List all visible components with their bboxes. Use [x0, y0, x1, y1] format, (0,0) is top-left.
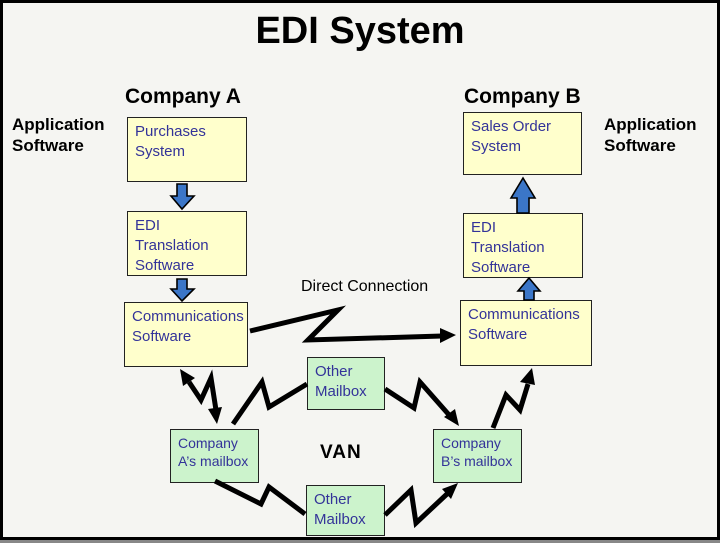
direct-connection-label: Direct Connection: [301, 278, 429, 295]
flow-arrow-up-icon: [516, 276, 542, 301]
zigzag-connector-b-comms: [490, 383, 531, 429]
zigzag-connector-othertop-b: [383, 376, 452, 418]
page-title: EDI System: [255, 10, 465, 52]
edi-translation-software-box-left: EDI Translation Software: [127, 211, 247, 276]
flow-arrow-up-icon: [509, 176, 537, 214]
arrowhead-icon: [440, 328, 456, 343]
zigzag-connector-otherbottom-b: [383, 484, 449, 529]
arrowhead-icon: [520, 368, 535, 385]
application-software-label-left: Application Software: [12, 115, 105, 156]
edi-translation-software-box-right: EDI Translation Software: [463, 213, 583, 278]
purchases-system-box: Purchases System: [127, 117, 247, 182]
van-label: VAN: [320, 442, 362, 463]
company-a-mailbox-box: Company A’s mailbox: [170, 429, 259, 483]
arrowhead-icon: [180, 369, 195, 386]
zigzag-connector-direct: [249, 305, 443, 343]
sales-order-system-box: Sales Order System: [463, 112, 582, 175]
company-b-mailbox-box: Company B’s mailbox: [433, 429, 522, 483]
arrowhead-icon: [444, 409, 459, 426]
zigzag-connector-a-othertop: [230, 376, 309, 426]
zigzag-connector-a-otherbottom: [213, 478, 307, 516]
flow-arrow-down-icon: [169, 183, 196, 211]
arrowhead-icon: [208, 407, 222, 424]
communications-software-box-left: Communications Software: [124, 302, 248, 367]
company-b-heading: Company B: [464, 85, 581, 108]
arrowhead-icon: [442, 483, 458, 499]
other-mailbox-box-top: Other Mailbox: [307, 357, 385, 410]
company-a-heading: Company A: [125, 85, 241, 108]
zigzag-connector-comms-a: [186, 369, 219, 411]
communications-software-box-right: Communications Software: [460, 300, 592, 366]
flow-arrow-down-icon: [169, 278, 196, 303]
application-software-label-right: Application Software: [604, 115, 697, 156]
other-mailbox-box-bottom: Other Mailbox: [306, 485, 385, 536]
